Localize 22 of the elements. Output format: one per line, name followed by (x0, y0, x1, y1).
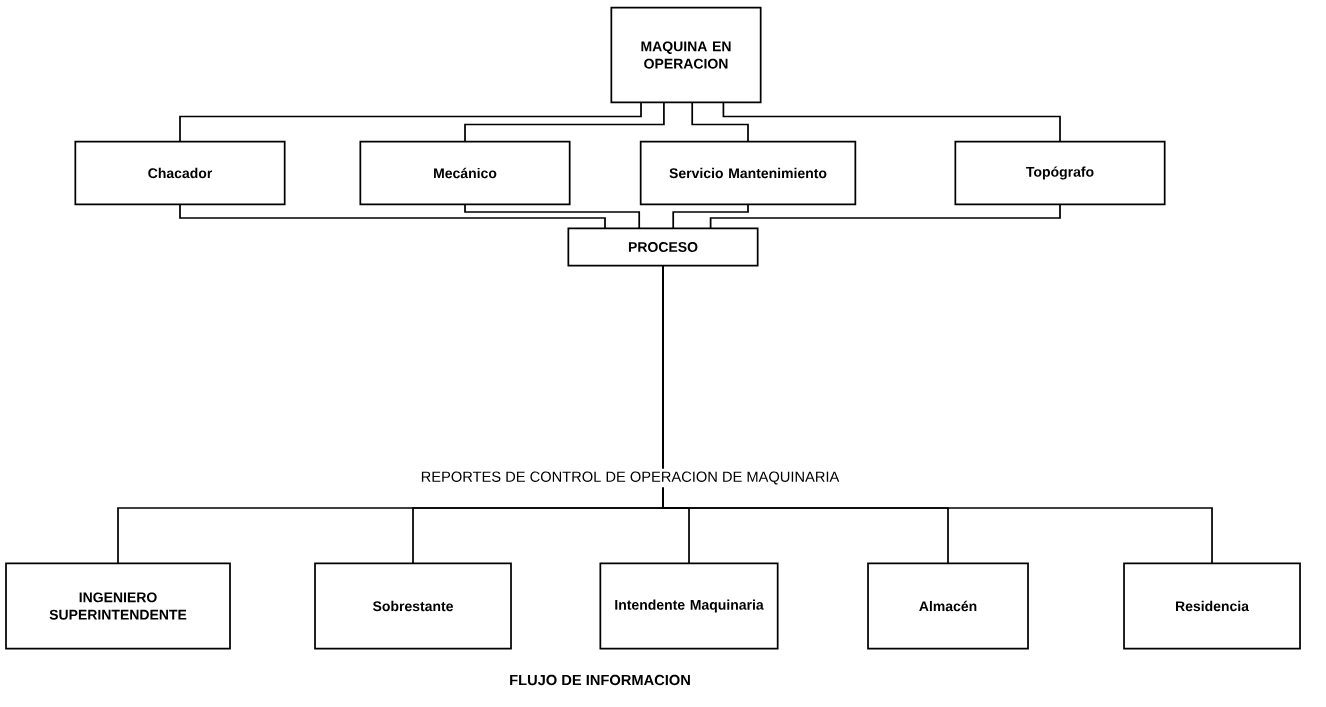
process-box: MAQUINA EN OPERACION (610, 6, 762, 104)
connector-line (179, 203, 606, 229)
process-box: Almacén (867, 562, 1029, 650)
process-box: Mecánico (359, 140, 571, 206)
connector-line (672, 203, 749, 229)
process-box: Chacador (74, 140, 286, 206)
process-box: Residencia (1123, 562, 1301, 650)
connector-line (691, 101, 749, 143)
connector-line (709, 203, 1061, 229)
process-box: Sobrestante (314, 562, 512, 650)
process-box: INGENIERO SUPERINTENDENTE (5, 562, 231, 650)
section-label: REPORTES DE CONTROL DE OPERACION DE MAQUINARIA (418, 468, 842, 488)
connector-line (662, 265, 1213, 564)
connector-line (179, 101, 642, 143)
process-box: Servicio Mantenimiento (639, 140, 857, 206)
caption: FLUJO DE INFORMACION (510, 674, 690, 686)
process-box: Topógrafo (954, 140, 1166, 206)
connector-line (464, 203, 641, 229)
connector-line (722, 101, 1061, 143)
connector-line (464, 101, 665, 143)
process-box: PROCESO (567, 227, 759, 267)
process-box: Intendente Maquinaria (599, 562, 779, 650)
